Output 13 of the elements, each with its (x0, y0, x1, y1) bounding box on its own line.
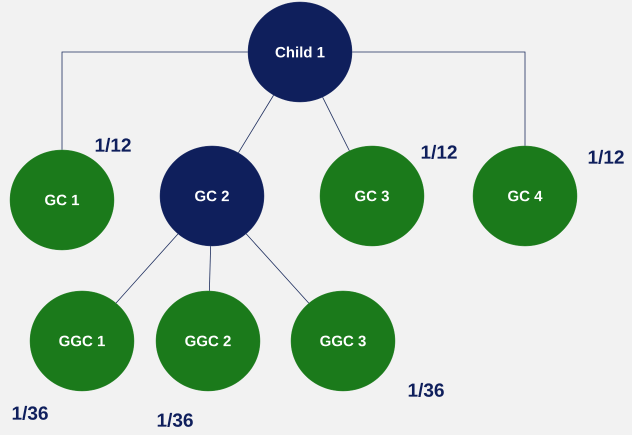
connector-line (208, 246, 212, 292)
connector-line (62, 52, 248, 150)
fraction-label: 1/12 (422, 144, 457, 160)
fraction-label: 1/36 (158, 412, 193, 428)
connector-line (238, 94, 274, 154)
connector-line (116, 234, 178, 304)
connector-line (246, 233, 310, 304)
fraction-label: 1/36 (408, 382, 444, 398)
connector-line (322, 96, 350, 152)
connector-line (352, 52, 526, 146)
fraction-label: 1/12 (588, 150, 624, 164)
fraction-label: 1/36 (12, 406, 48, 420)
fraction-label: 1/12 (96, 138, 131, 152)
